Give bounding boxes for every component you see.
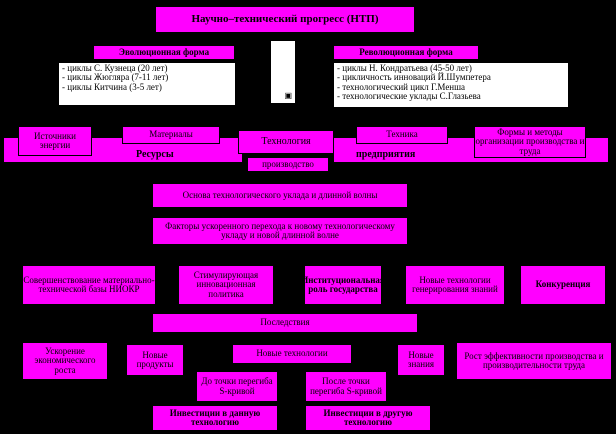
evolution-list: - циклы С. Кузнеца (20 лет) - циклы Жюгл… [58,62,236,106]
result-efficiency: Рост эффективности производства и произв… [456,342,612,380]
technique-box: Техника [356,126,448,144]
evolution-heading: Эволюционная форма [93,45,235,60]
result-new-technologies: Новые технологии [232,344,352,364]
consequences-box: Последствия [152,313,418,333]
factor-box-policy: Стимулирующая инновационная политика [178,265,274,305]
result-products: Новые продукты [126,344,184,376]
evolution-item: - циклы Жюгляра (7-11 лет) [62,72,169,83]
technology-box: Технология [238,130,334,154]
invest-other-box: Инвестиции в другую технологию [305,405,431,431]
revolution-list: - циклы Н. Кондратьева (45-50 лет) - цик… [333,62,569,108]
production-box: производство [247,157,329,172]
center-box: ▣ [270,40,296,104]
resources-label: Ресурсы [136,149,174,160]
revolution-heading: Революционная форма [333,45,479,60]
factor-box-state: Институциональная роль государства [304,265,382,305]
revolution-item: - циклы Н. Кондратьева (45-50 лет) [337,63,472,73]
page-title: Научно–технический прогресс (НТП) [155,6,415,33]
revolution-item: - цикличность инноваций Й.Шумпетера [337,72,491,83]
evolution-item: - циклы Китчина (3-5 лет) [62,81,162,92]
enterprises-label: предприятия [356,149,416,160]
materials-box: Материалы [122,126,220,144]
revolution-item: - технологический цикл Г.Менша [337,81,466,92]
factor-box-niokr: Совершенствование материально-техническо… [22,265,156,305]
result-growth: Ускорение экономического роста [22,342,108,380]
factor-box-knowledge: Новые технологии генерирования знаний [405,265,505,305]
factor-box-competition: Конкуренция [520,265,606,305]
factors-box: Факторы ускоренного перехода к новому те… [152,217,408,245]
evolution-item: - циклы С. Кузнеца (20 лет) [62,63,168,73]
after-inflection-box: После точки перегиба S-кривой [305,371,387,402]
basis-box: Основа технологического уклада и длинной… [152,183,408,208]
document-icon: ▣ [284,91,292,100]
result-knowledge: Новые знания [397,344,445,376]
invest-this-box: Инвестиции в данную технологию [152,405,278,431]
before-inflection-box: До точки перегиба S-кривой [196,371,278,402]
energy-sources-box: Источники энергии [18,126,92,156]
management-box: Формы и методы организации производства … [474,126,586,158]
revolution-item: - технологические уклады С.Глазьева [337,91,481,102]
